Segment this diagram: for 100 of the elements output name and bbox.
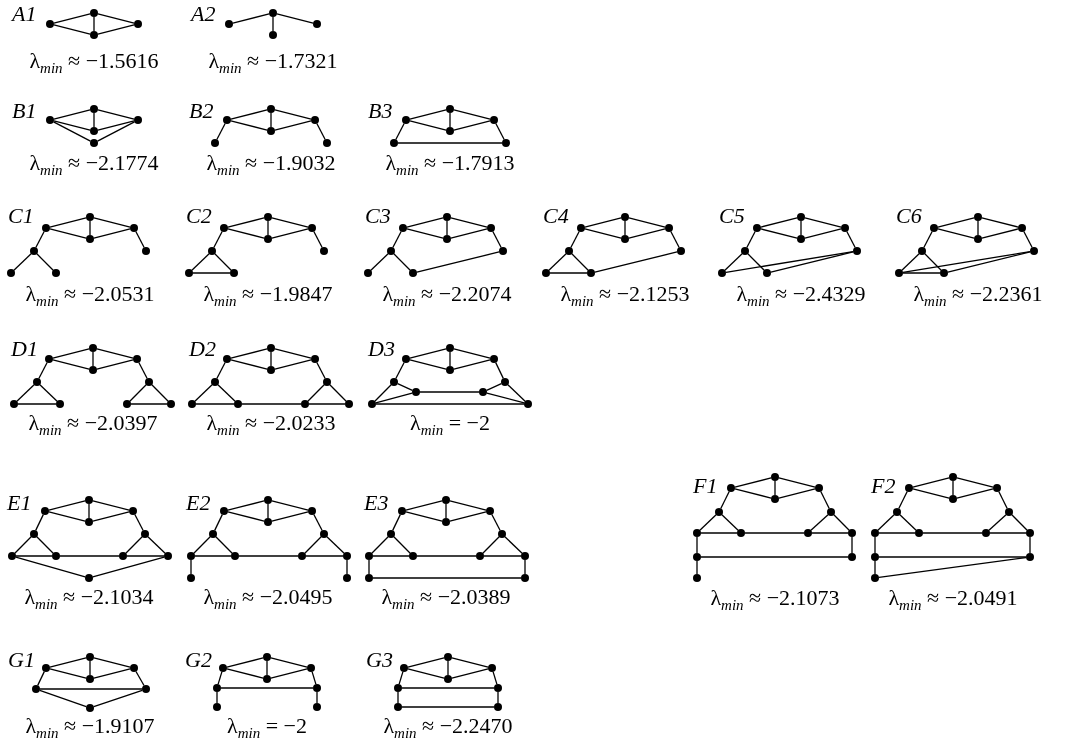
graph-edge [36,536,54,554]
vertex-dot [130,224,138,232]
vertex-dot [487,224,495,232]
vertex-dot [264,518,272,526]
vertex-dot [442,496,450,504]
graph-edge [721,514,739,531]
graph-edge [194,384,213,402]
vertex-dot [771,495,779,503]
vertex-dot [90,31,98,39]
vertex-dot [123,400,131,408]
vertex-dot [323,139,331,147]
graph-edge [190,559,192,575]
eigenvalue-label: λ$_{min}$ ≈ −2.1073 [709,587,841,614]
vertex-dot [86,653,94,661]
graph-edge [38,361,48,380]
graph-edge [147,536,166,554]
graph-edge [1029,536,1031,554]
graph-edge [902,251,1031,273]
vertex-dot [394,703,402,711]
graph-edge [138,361,148,380]
vertex-dot [343,552,351,560]
vertex-dot [565,247,573,255]
graph-edge [216,361,226,380]
graph-edge [811,532,849,534]
graph-edge [214,513,223,532]
vertex-dot [871,553,879,561]
graph-edge [451,668,489,679]
graph-name: D3 [368,338,395,360]
graph-edge [981,217,1019,228]
graph-edge [92,556,165,578]
vertex-dot [86,704,94,712]
graph-edge [313,230,323,249]
graph-edge [445,503,447,519]
vertex-dot [727,484,735,492]
graph-edge [326,536,345,554]
vertex-dot [320,247,328,255]
vertex-dot [446,366,454,374]
vertex-dot [476,552,484,560]
graph-edge [981,228,1019,239]
graph-edge [810,514,829,531]
graph-edge [912,477,950,488]
vertex-dot [982,529,990,537]
eigenvalue-label: λ$_{min}$ ≈ −2.1034 [23,586,155,613]
graph-edge [266,660,268,676]
graph-edge [407,668,445,679]
graph-edge [311,671,317,685]
graph-edge [497,691,499,704]
vertex-dot [264,235,272,243]
vertex-dot [409,552,417,560]
graph-name: F1 [693,475,718,497]
graph-name: G3 [366,649,393,671]
graph-edge [670,230,680,249]
graph-edge [270,112,272,128]
graph-name: C6 [896,205,922,227]
graph-edge [395,122,405,141]
graph-edge [449,112,451,128]
graph-edge [401,706,495,708]
graph-edge [216,122,226,141]
graph-edge [93,16,95,32]
vertex-dot [323,378,331,386]
graph-edge [316,361,326,380]
graph-edge [878,556,1027,579]
vertex-dot [521,574,529,582]
vertex-dot [90,9,98,17]
vertex-dot [827,508,835,516]
vertex-dot [848,529,856,537]
vertex-dot [209,530,217,538]
vertex-dot [442,518,450,526]
vertex-dot [940,269,948,277]
vertex-dot [1030,247,1038,255]
vertex-dot [269,31,277,39]
graph-edge [486,383,502,391]
graph-name: C3 [365,205,391,227]
graph-edge [271,228,309,239]
graph-name: D2 [189,338,216,360]
graph-edge [271,217,309,228]
graph-edge [700,532,738,534]
graph-edge [725,251,854,273]
vertex-dot [400,664,408,672]
vertex-dot [390,139,398,147]
vertex-dot [119,552,127,560]
graph-name: G1 [8,649,35,671]
graph-edge [584,217,622,228]
vertex-dot [930,224,938,232]
graph-edge [393,536,411,554]
vertex-dot [394,684,402,692]
graph-edge [270,668,308,679]
vertex-dot [219,664,227,672]
graph-edge [696,560,698,575]
vertex-dot [46,20,54,28]
graph-edge [135,230,145,249]
graph-edge [375,392,413,404]
graph-edge [35,513,44,532]
graph-edge [846,230,856,249]
graph-edge [39,689,87,708]
graph-edge [409,109,447,120]
eigenvalue-label: λ$_{min}$ ≈ −1.5616 [28,50,160,77]
graph-edge [901,253,920,271]
vertex-dot [521,552,529,560]
vertex-dot [499,247,507,255]
